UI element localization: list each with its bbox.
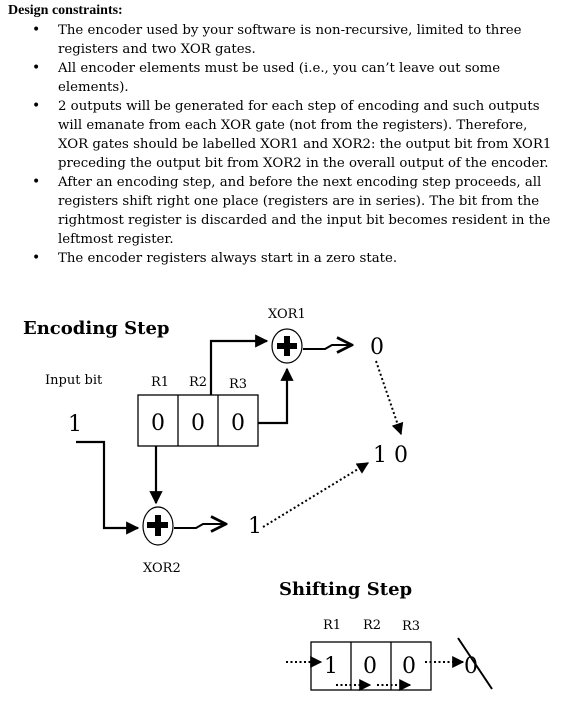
- xor2-gate-icon: [142, 506, 174, 546]
- discarded-bit-value: 0: [464, 654, 478, 679]
- xor1-to-combined-dotted-arrow: [375, 360, 404, 436]
- xor2-output-arrow: [174, 524, 226, 528]
- xor2-output-value: 1: [248, 514, 262, 539]
- xor1-label: XOR1: [268, 307, 306, 322]
- r3-to-xor1-line: [258, 367, 294, 425]
- constraint-item: The encoder used by your software is non…: [30, 21, 560, 59]
- shift-register-r2-value: 0: [363, 654, 377, 679]
- register-r1-value: 0: [151, 411, 165, 436]
- discard-strike-icon: [457, 637, 493, 690]
- constraint-item: All encoder elements must be used (i.e.,…: [30, 59, 560, 97]
- constraint-text: The encoder used by your software is non…: [58, 23, 522, 57]
- register-r3-value: 0: [231, 411, 245, 436]
- register-label-r2: R2: [189, 375, 207, 390]
- constraint-text: After an encoding step, and before the n…: [58, 175, 551, 247]
- constraint-text: All encoder elements must be used (i.e.,…: [58, 61, 501, 95]
- shift-register-label-r3: R3: [402, 619, 420, 634]
- constraint-item: 2 outputs will be generated for each ste…: [30, 97, 560, 173]
- xor1-output-value: 0: [370, 335, 384, 360]
- shift-register-r1-value: 1: [324, 654, 338, 679]
- combined-output-value: 1 0: [373, 443, 408, 468]
- register-label-r3: R3: [229, 377, 247, 392]
- register-r2-value: 0: [191, 411, 205, 436]
- shift-register-r3-value: 0: [402, 654, 416, 679]
- constraint-text: 2 outputs will be generated for each ste…: [58, 99, 552, 171]
- xor1-output-arrow: [303, 345, 352, 349]
- encoding-register-block: [137, 394, 259, 447]
- constraints-list: The encoder used by your software is non…: [30, 21, 560, 268]
- shift-register-label-r2: R2: [363, 618, 381, 633]
- shifting-step-title: Shifting Step: [279, 579, 412, 600]
- r2-to-xor1-line: [209, 334, 269, 395]
- encoding-step-title: Encoding Step: [23, 318, 170, 339]
- design-constraints-heading: Design constraints:: [8, 3, 123, 18]
- input-to-xor2-line: [76, 440, 140, 535]
- register-label-r1: R1: [151, 375, 169, 390]
- shift-register-label-r1: R1: [323, 618, 341, 633]
- xor2-label: XOR2: [143, 561, 181, 576]
- constraint-text: The encoder registers always start in a …: [58, 251, 398, 266]
- constraint-item: The encoder registers always start in a …: [30, 249, 560, 268]
- input-bit-value: 1: [68, 412, 82, 437]
- xor1-gate-icon: [271, 328, 303, 364]
- xor2-to-combined-dotted-arrow: [262, 462, 370, 528]
- constraint-item: After an encoding step, and before the n…: [30, 173, 560, 249]
- input-bit-label: Input bit: [45, 373, 103, 388]
